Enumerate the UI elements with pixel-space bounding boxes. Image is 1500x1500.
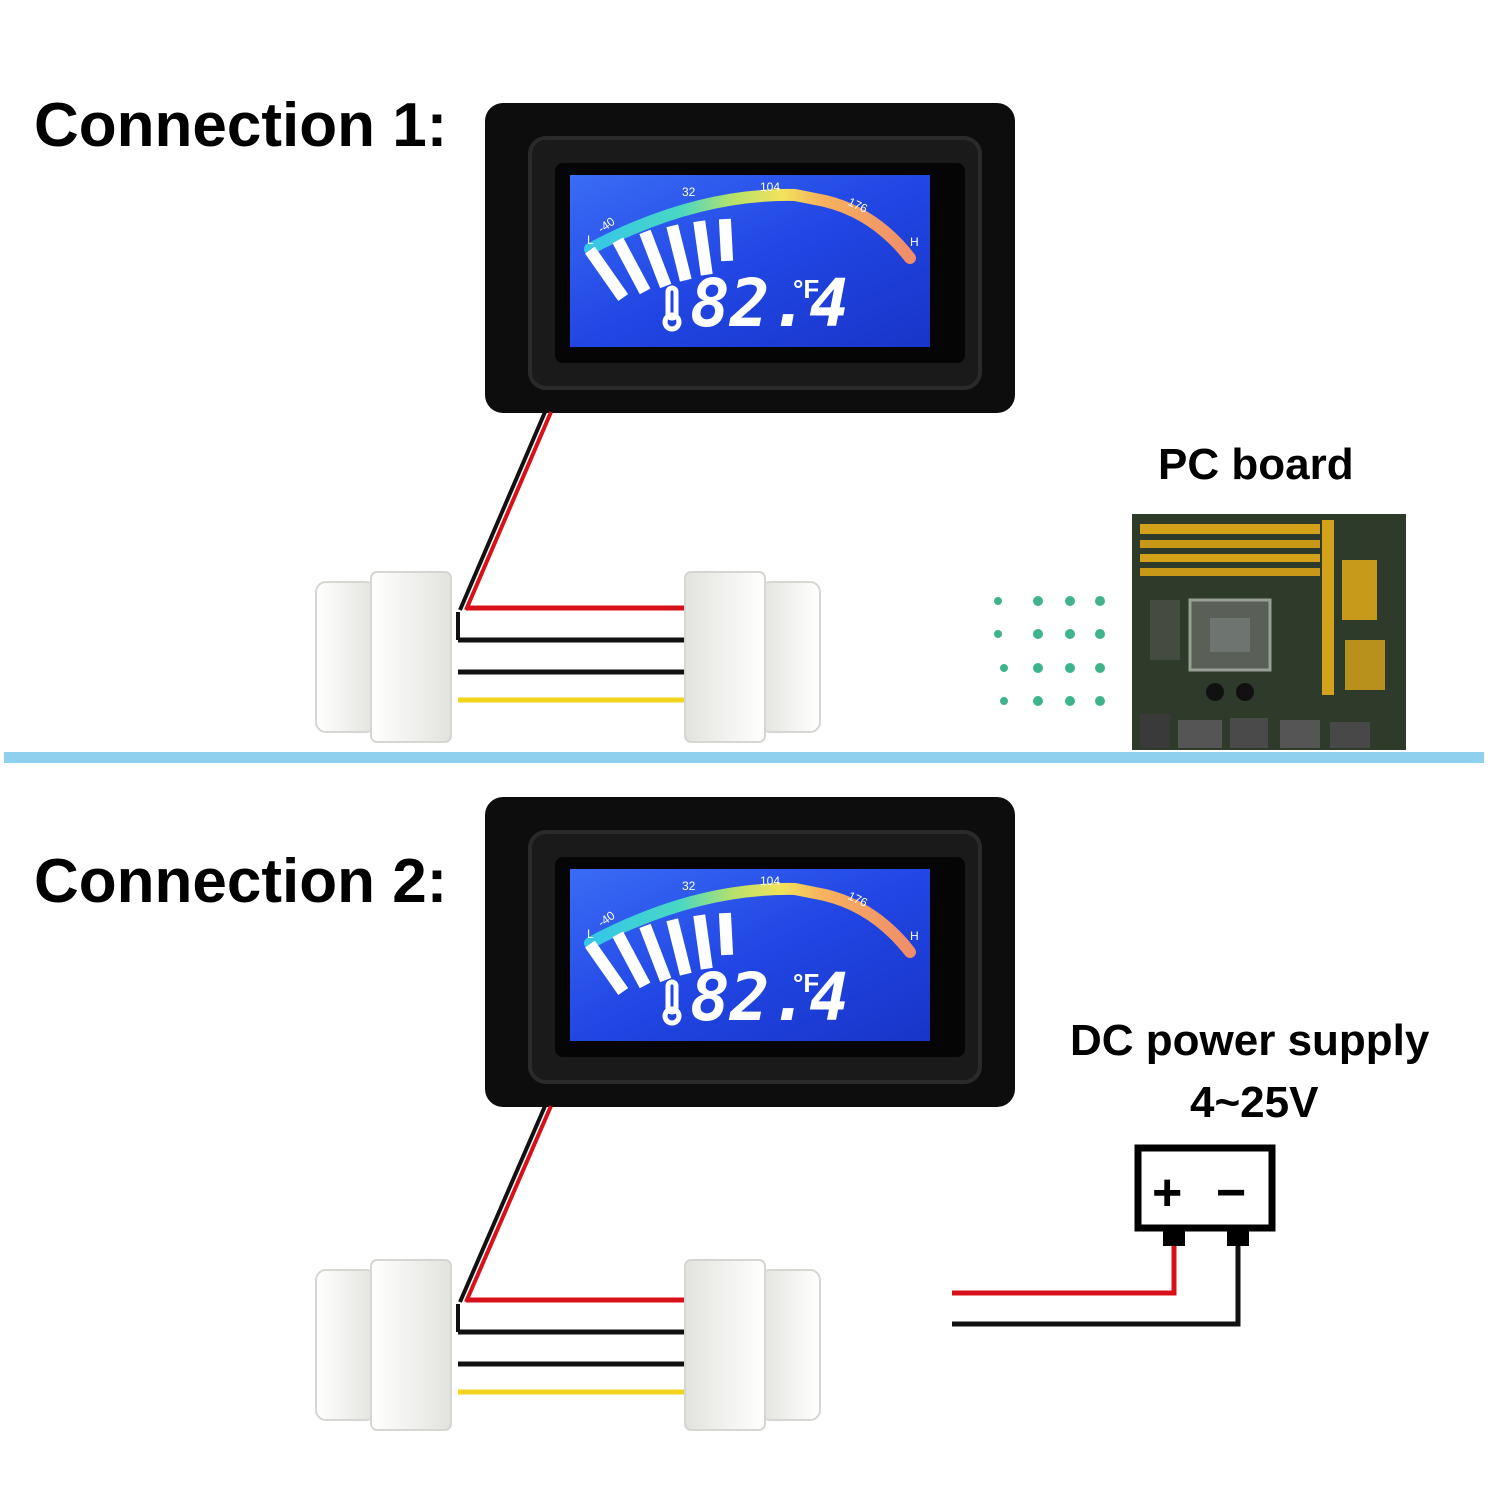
meter-1-mark-104: 104 [760,180,780,194]
molex-connector-left-2 [315,1259,452,1431]
meter-2-scale-low: L [587,927,594,941]
pc-board-label: PC board [1158,440,1354,489]
molex-connector-right-1 [684,571,821,743]
meter-2-scale-high: H [910,929,919,943]
meter-2-mark-104: 104 [760,874,780,888]
meter-2-reading: 82.4 [690,959,849,1036]
meter-1-unit: °F [793,274,819,304]
pc-board-image [1132,514,1406,750]
meter-1-scale-low: L [587,233,594,247]
meter-2 [485,797,1015,1107]
molex-connector-right-2 [684,1259,821,1431]
meter-2-mark-32: 32 [682,879,696,893]
dc-power-supply-label: DC power supply [1070,1016,1430,1065]
connection-1-title: Connection 1: [34,91,448,160]
molex-connector-left-1 [315,571,452,743]
voltage-label: 4~25V [1190,1078,1319,1127]
meter-1-reading: 82.4 [690,265,849,342]
battery-icon [1134,1144,1276,1246]
connection-2-title: Connection 2: [34,847,448,916]
meter-2-unit: °F [793,968,819,998]
section-divider [4,752,1484,763]
power-leads [952,1240,1241,1327]
meter-1-mark-32: 32 [682,185,696,199]
meter-1-scale-high: H [910,235,919,249]
signal-dots [994,596,1105,706]
meter-1 [485,103,1015,413]
battery-plus-icon: + [1152,1164,1182,1222]
battery-minus-icon: − [1216,1164,1246,1222]
